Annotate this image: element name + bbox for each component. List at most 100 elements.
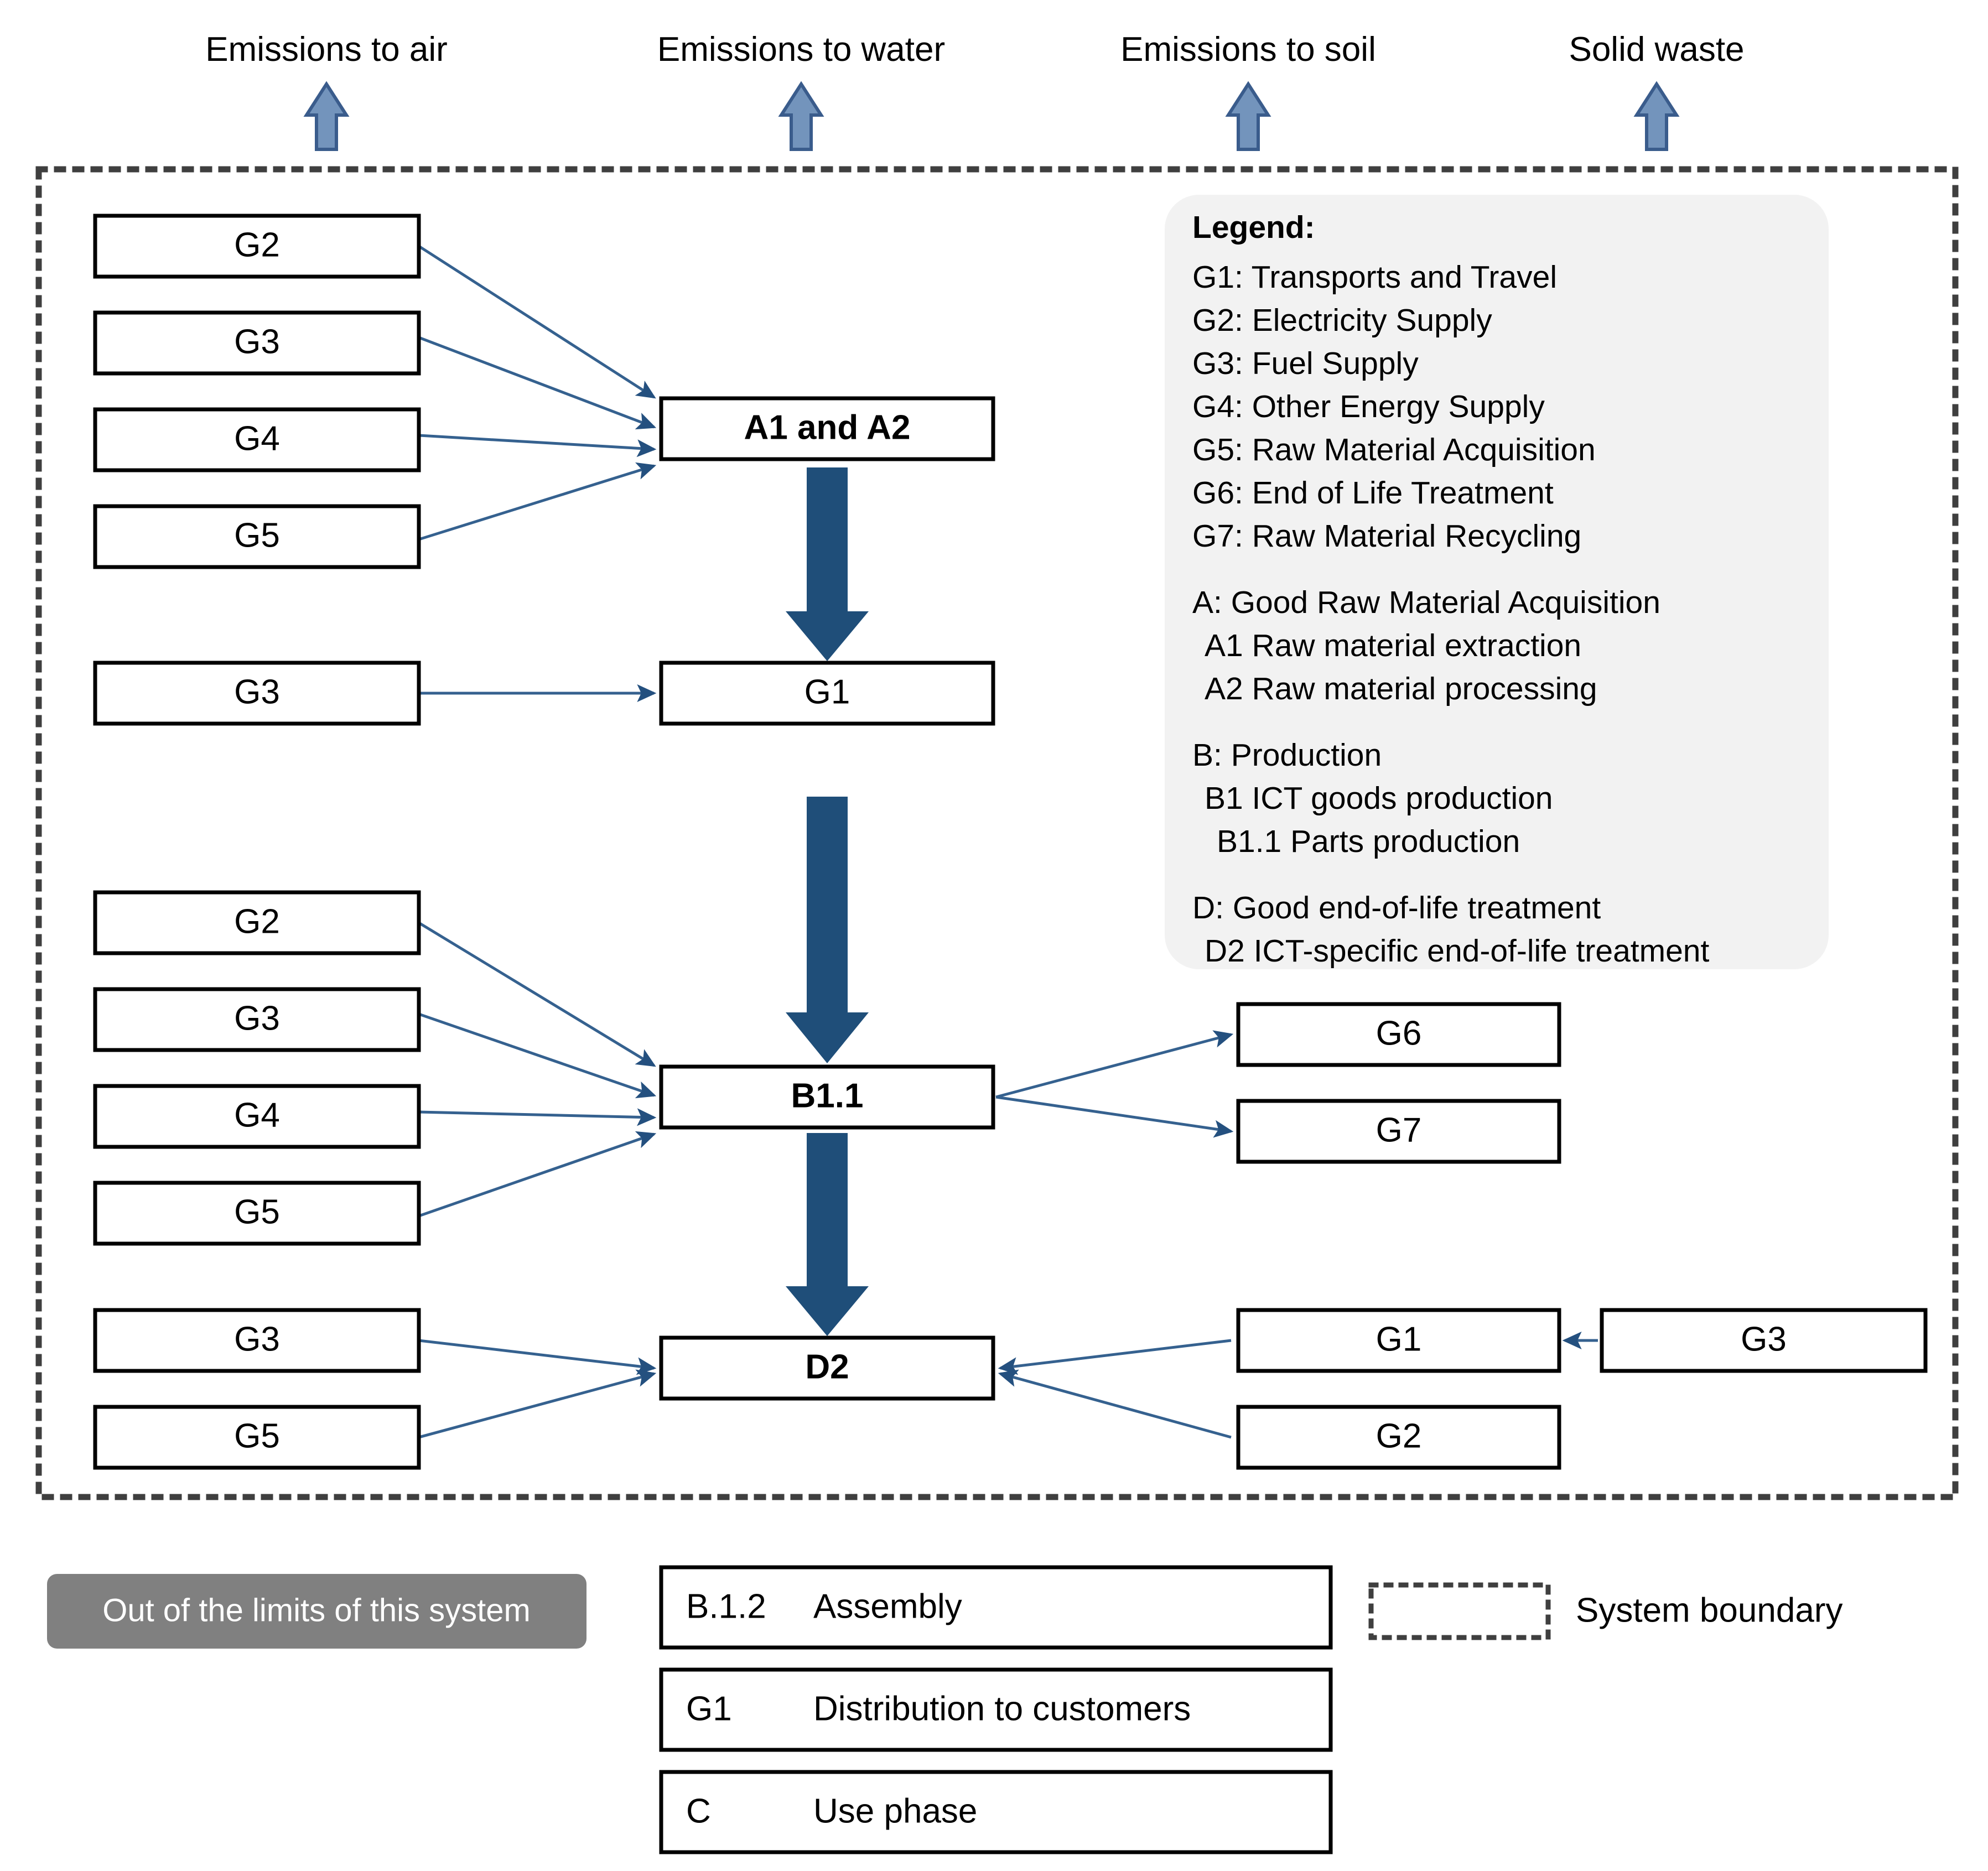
out-of-limits-chip-label: Out of the limits of this system: [102, 1592, 531, 1628]
up-arrow-icon-soil: [1225, 81, 1271, 151]
arrow-b11-to-g7: [995, 1095, 1234, 1138]
legend-line-5: G6: End of Life Treatment: [1192, 475, 1554, 511]
arrow-g1-to-d2: [998, 1339, 1232, 1375]
big-arrow-a1a2-to-g1: [786, 467, 869, 661]
node-d-source-G2-1-label: G2: [1376, 1417, 1422, 1455]
big-arrow-b11-to-d2: [786, 1133, 869, 1336]
node-b1-1-box: [659, 1064, 995, 1130]
excluded-box-2: [659, 1770, 1333, 1854]
node-a-input-G3-1-box: [93, 310, 421, 376]
node-a-input-G3-1-label: G3: [234, 323, 280, 361]
excluded-box-0: [659, 1565, 1333, 1650]
arrow-g5-to-d2: [418, 1369, 657, 1439]
node-d-input-G3-0-label: G3: [234, 1320, 280, 1358]
legend-line-9: A2 Raw material processing: [1205, 671, 1597, 706]
node-b-input-G4-2-box: [93, 1084, 421, 1149]
up-arrow-icon-solid-waste: [1633, 81, 1680, 151]
arrow-g2-to-d2: [998, 1369, 1232, 1439]
arrow-g3-to-d2: [418, 1339, 657, 1375]
arrow-g5-to-b11: [418, 1131, 657, 1218]
node-b-input-G5-3-box: [93, 1181, 421, 1246]
node-d2-box: [659, 1335, 995, 1401]
node-g1-transport-box: [659, 661, 995, 726]
legend-panel: [1165, 195, 1829, 969]
node-b-output-G6-0-label: G6: [1376, 1014, 1422, 1052]
system-boundary-swatch-icon: [1368, 1582, 1551, 1640]
node-b-output-G7-1-box: [1236, 1099, 1561, 1164]
legend-line-6: G7: Raw Material Recycling: [1192, 518, 1581, 554]
emission-label-solid-waste: Solid waste: [1569, 30, 1744, 69]
arrow-g3-to-b11: [418, 1012, 657, 1099]
node-b-input-G5-3-label: G5: [234, 1193, 280, 1231]
legend-line-3: G4: Other Energy Supply: [1192, 389, 1545, 424]
emission-label-air: Emissions to air: [205, 30, 448, 69]
out-of-limits-chip: [47, 1574, 586, 1649]
excluded-box-2-name: Use phase: [813, 1792, 977, 1830]
process-flow-arrows: [786, 467, 869, 1336]
system-boundary-legend-label: System boundary: [1576, 1591, 1842, 1629]
node-g3-transport-input-label: G3: [234, 673, 280, 711]
system-boundary-rect: [35, 166, 1959, 1500]
node-g1-transport-label: G1: [804, 673, 850, 711]
legend-heading: Legend:: [1192, 210, 1315, 245]
excluded-box-1: [659, 1667, 1333, 1752]
legend-line-12: B1.1 Parts production: [1217, 824, 1520, 859]
excluded-box-0-name: Assembly: [813, 1587, 962, 1625]
arrow-b11-to-g6: [995, 1030, 1234, 1099]
node-b-input-G2-0-box: [93, 890, 421, 955]
legend-line-2: G3: Fuel Supply: [1192, 346, 1419, 381]
arrow-g3-to-a1a2: [418, 336, 657, 430]
node-d-input-G5-1-label: G5: [234, 1417, 280, 1455]
node-a1-and-a2-label: A1 and A2: [744, 408, 911, 446]
node-d2-label: D2: [805, 1348, 849, 1386]
node-b-input-G2-0-label: G2: [234, 902, 280, 940]
arrow-g4-to-b11: [418, 1108, 657, 1126]
node-a-input-G5-3-label: G5: [234, 516, 280, 554]
emission-label-water: Emissions to water: [657, 30, 945, 69]
node-d-source-G2-1-box: [1236, 1405, 1561, 1470]
node-a-input-G4-2-label: G4: [234, 419, 280, 458]
node-a1-and-a2-box: [659, 396, 995, 461]
node-a-input-G4-2-box: [93, 407, 421, 472]
node-b1-1-label: B1.1: [791, 1077, 864, 1115]
arrow-g2-to-b11: [418, 921, 656, 1067]
connector-arrows: [418, 245, 1598, 1439]
emission-label-soil: Emissions to soil: [1120, 30, 1376, 69]
legend-line-1: G2: Electricity Supply: [1192, 303, 1492, 338]
node-g3-far-right-box: [1600, 1308, 1928, 1373]
legend-line-11: B1 ICT goods production: [1205, 781, 1553, 816]
node-g3-transport-input-box: [93, 661, 421, 726]
node-d-input-G5-1-box: [93, 1405, 421, 1470]
node-d-input-G3-0-box: [93, 1308, 421, 1373]
node-a-input-G5-3-box: [93, 504, 421, 569]
legend-line-4: G5: Raw Material Acquisition: [1192, 432, 1596, 467]
arrow-g5-to-a1a2: [418, 462, 657, 541]
node-a-input-G2-0-box: [93, 214, 421, 279]
node-b-input-G3-1-label: G3: [234, 999, 280, 1037]
big-arrow-g1-to-b11: [786, 797, 869, 1063]
node-b-input-G3-1-box: [93, 987, 421, 1052]
node-b-input-G4-2-label: G4: [234, 1096, 280, 1134]
up-arrow-icon-water: [778, 81, 824, 151]
node-b-output-G6-0-box: [1236, 1002, 1561, 1067]
excluded-box-0-code: B.1.2: [686, 1587, 766, 1625]
legend-line-10: B: Production: [1192, 737, 1382, 773]
node-g3-far-right-label: G3: [1741, 1320, 1787, 1358]
node-d-source-G1-0-label: G1: [1376, 1320, 1422, 1358]
node-b-output-G7-1-label: G7: [1376, 1111, 1422, 1149]
node-d-source-G1-0-box: [1236, 1308, 1561, 1373]
excluded-box-2-code: C: [686, 1792, 711, 1830]
legend-line-8: A1 Raw material extraction: [1205, 628, 1581, 663]
legend-line-14: D2 ICT-specific end-of-life treatment: [1205, 933, 1709, 969]
excluded-box-1-name: Distribution to customers: [813, 1690, 1191, 1728]
node-a-input-G2-0-label: G2: [234, 226, 280, 264]
excluded-box-1-code: G1: [686, 1690, 732, 1728]
emissions-header: Emissions to air Emissions to water Emis…: [205, 30, 1745, 151]
legend-line-0: G1: Transports and Travel: [1192, 259, 1557, 295]
arrow-g2-to-a1a2: [418, 245, 656, 399]
footer-legend: Out of the limits of this system B.1.2 A…: [47, 1565, 1842, 1854]
